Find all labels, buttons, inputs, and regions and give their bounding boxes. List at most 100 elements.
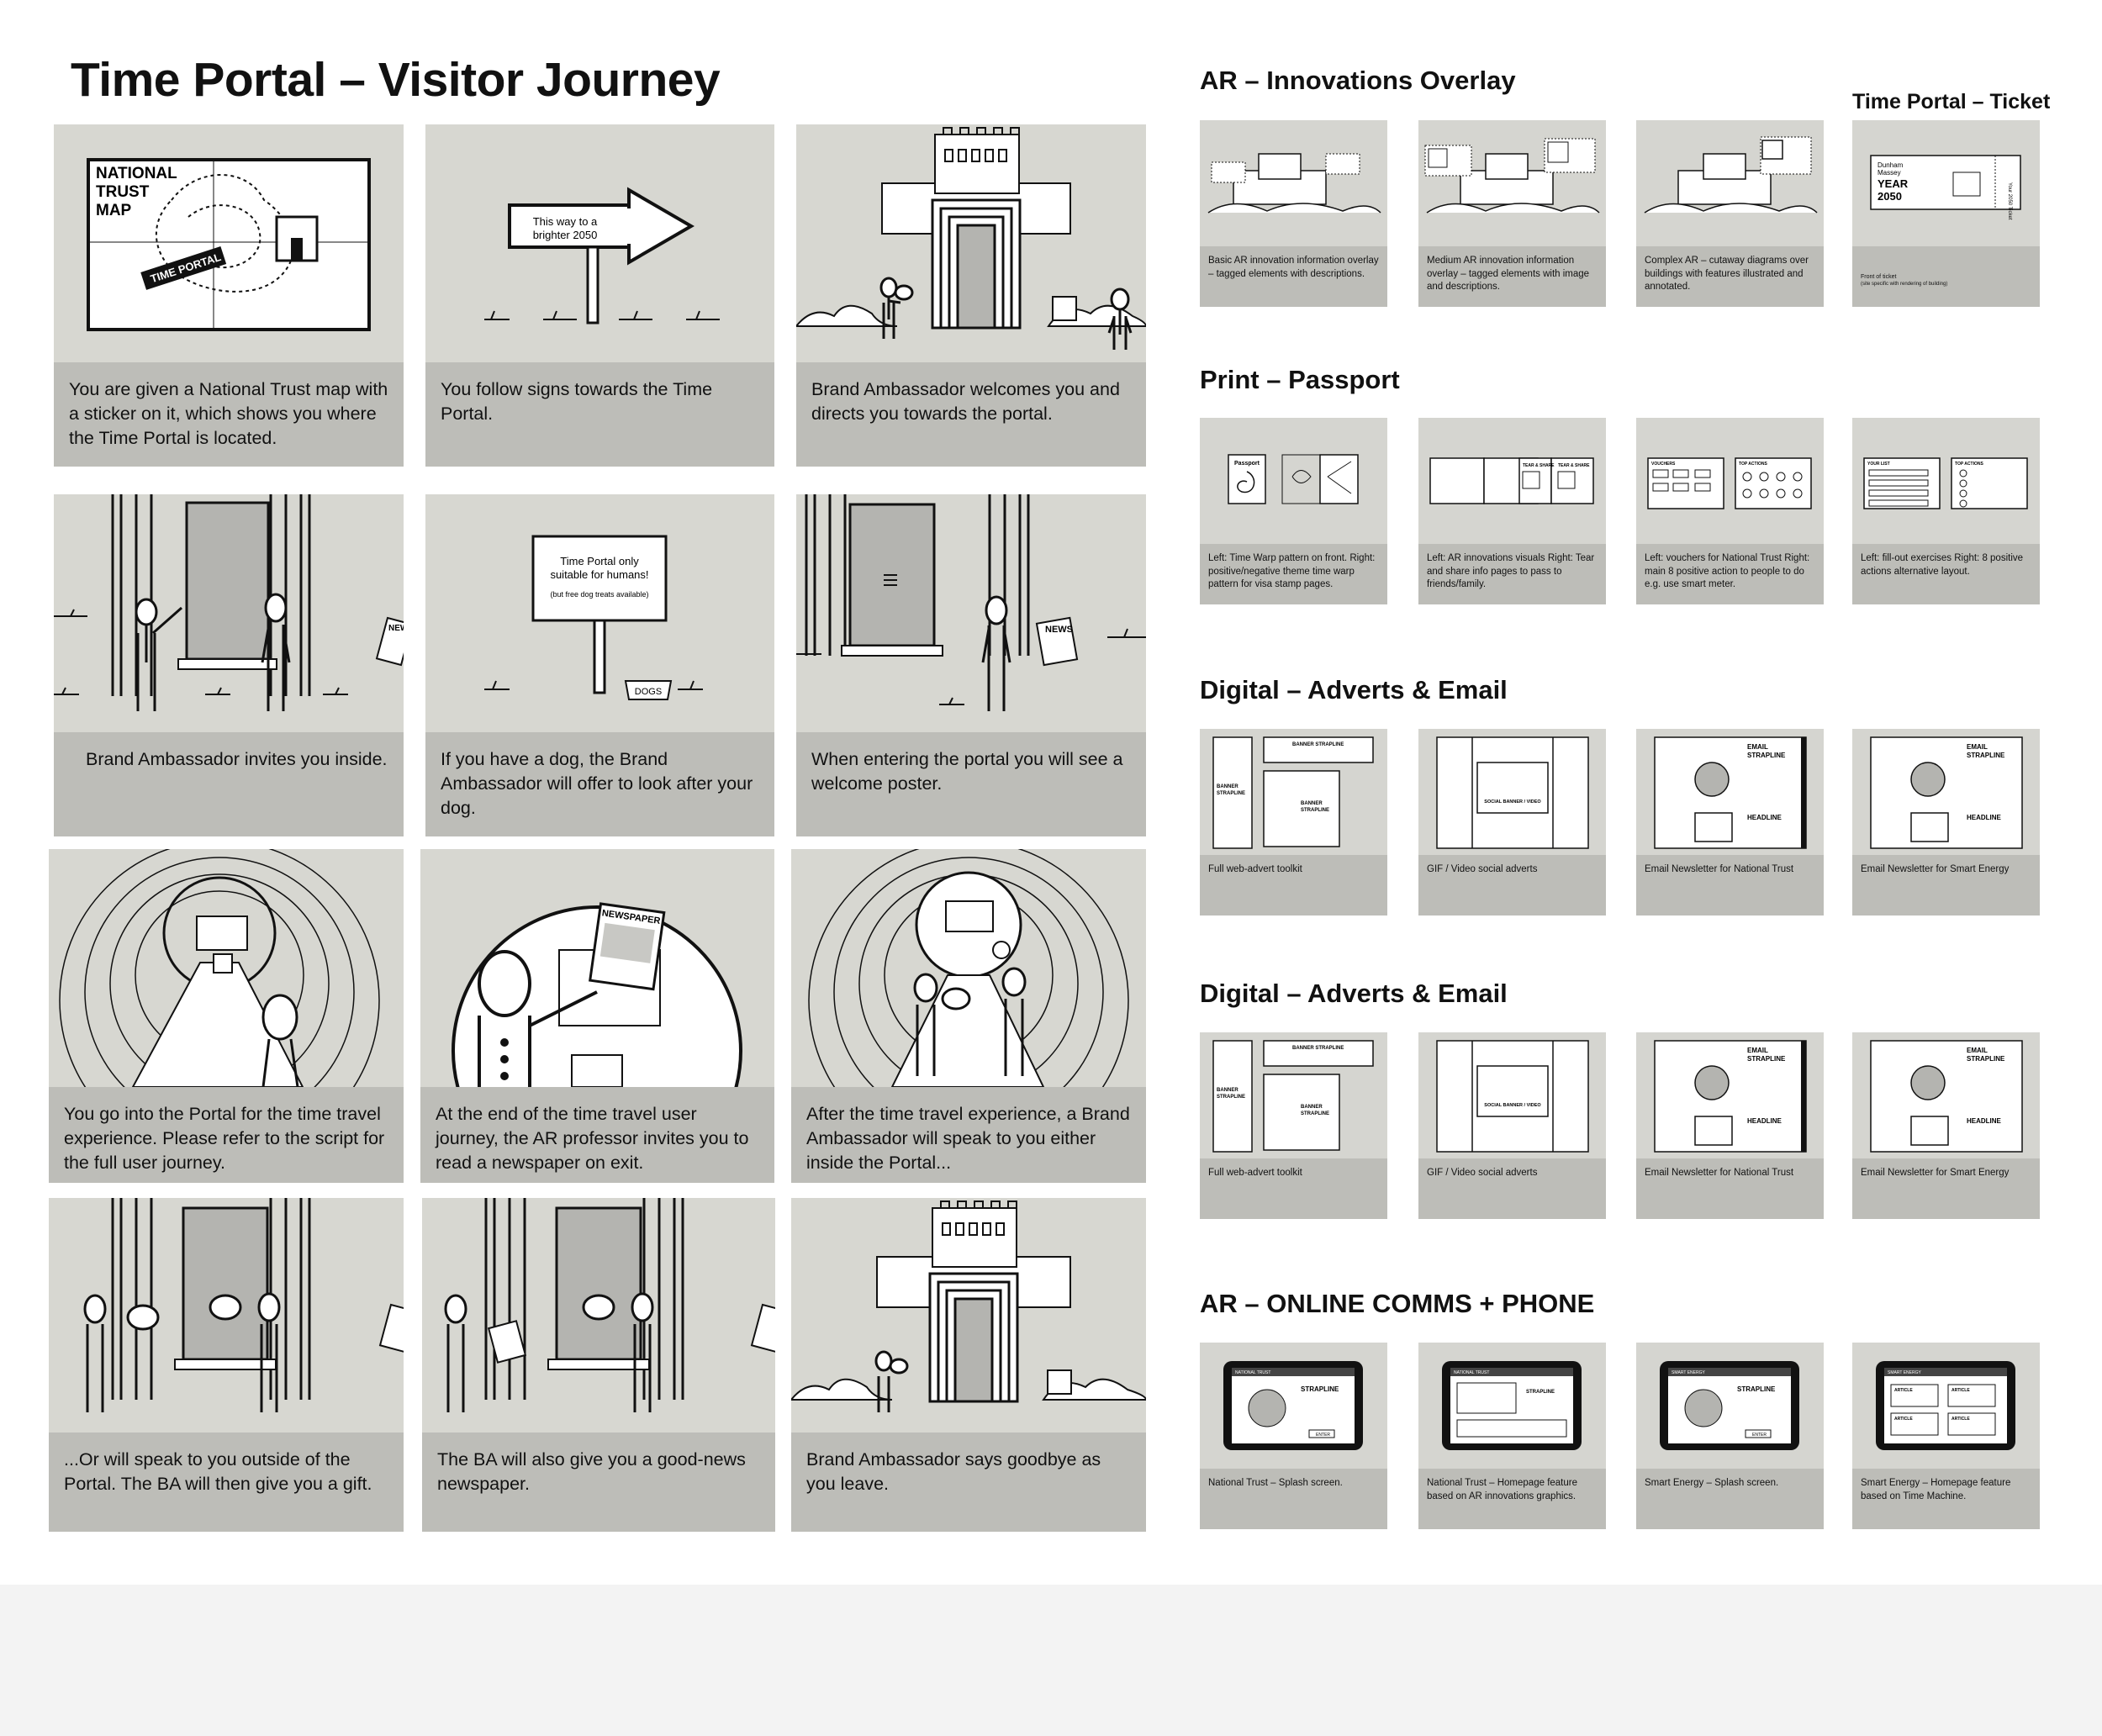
thumb-caption: Email Newsletter for National Trust — [1636, 1158, 1824, 1219]
thumb-caption: Email Newsletter for National Trust — [1636, 855, 1824, 915]
visitor-figure — [261, 994, 299, 1087]
social-advert-visual: SOCIAL BANNER / VIDEO — [1436, 1040, 1589, 1153]
online-header-se: SMART ENERGY — [1888, 1370, 1921, 1375]
page-footer-band — [0, 1585, 2102, 1736]
good-news-newspaper-illustration — [444, 1198, 775, 1412]
ticket-stub-label: Your 2050 Ticket — [2007, 182, 2012, 220]
ambassador-figure — [913, 973, 971, 1076]
svg-text:TEAR & SHARE: TEAR & SHARE — [1523, 463, 1555, 468]
svg-text:BANNER STRAPLINE: BANNER STRAPLINE — [1292, 742, 1344, 747]
thumb-caption: GIF / Video social adverts — [1418, 855, 1606, 915]
svg-text:EMAIL: EMAIL — [1747, 1047, 1768, 1054]
thumb-caption: Left: AR innovations visuals Right: Tear… — [1418, 544, 1606, 604]
headline-label: HEADLINE — [1747, 1117, 1782, 1125]
ar-overlay-thumb-2: Medium AR innovation information overlay… — [1418, 120, 1606, 307]
banner-label: BANNER — [1301, 801, 1323, 806]
news-label: NEWS — [1045, 625, 1073, 635]
map-text-line-2: TRUST — [96, 183, 150, 201]
article-label: ARTICLE — [1894, 1417, 1913, 1422]
map-text-line-1: NATIONAL — [96, 165, 177, 182]
svg-text:suitable for humans!: suitable for humans! — [550, 568, 648, 581]
social-banner-label: SOCIAL BANNER / VIDEO — [1484, 1103, 1541, 1108]
tear-share-label: TEAR & SHARE — [1558, 463, 1590, 468]
article-label: ARTICLE — [1894, 1388, 1913, 1393]
ticket-year-value: 2050 — [1878, 190, 1902, 203]
svg-text:STRAPLINE: STRAPLINE — [1747, 1055, 1786, 1063]
passport-thumb-4: YOUR LIST TOP ACTIONS Left: fill-out exe… — [1852, 418, 2040, 604]
strapline-label: STRAPLINE — [1301, 1385, 1339, 1393]
svg-text:EMAIL: EMAIL — [1967, 1047, 1988, 1054]
vouchers-label: VOUCHERS — [1651, 462, 1676, 467]
signpost-illustration: This way to a brighter 2050 — [484, 187, 720, 325]
journey-panel-7: You go into the Portal for the time trav… — [49, 849, 404, 1183]
svg-text:MAP: MAP — [96, 202, 132, 219]
svg-text:VOUCHERS: VOUCHERS — [1651, 462, 1676, 467]
ar-overlay-thumb-3: Complex AR – cutaway diagrams over build… — [1636, 120, 1824, 307]
map-illustration: NATIONAL TRUST MAP TIME PORTAL — [87, 158, 371, 331]
strapline-label: STRAPLINE — [1737, 1385, 1776, 1393]
banner-label: BANNER — [1217, 784, 1238, 789]
digital-2-thumb-4: EMAIL STRAPLINE HEADLINE Email Newslette… — [1852, 1032, 2040, 1219]
strapline-label: STRAPLINE — [1301, 1111, 1329, 1116]
passport-visual: TEAR & SHARE TEAR & SHARE — [1429, 457, 1594, 504]
thumb-caption: Front of ticket (site specific with rend… — [1852, 246, 2040, 307]
thumb-caption: Basic AR innovation information overlay … — [1200, 246, 1387, 307]
svg-text:ENTER: ENTER — [1752, 1433, 1767, 1438]
enter-label: ENTER — [1316, 1433, 1330, 1438]
svg-text:Your 2050 Ticket: Your 2050 Ticket — [2007, 182, 2012, 220]
outside-portal-gift-illustration — [83, 1198, 404, 1412]
strapline-label: STRAPLINE — [1217, 1095, 1245, 1100]
banner-label: BANNER — [1301, 1105, 1323, 1110]
panel-caption: ...Or will speak to you outside of the P… — [49, 1433, 404, 1532]
email-newsletter-visual: EMAIL STRAPLINE HEADLINE — [1654, 1040, 1807, 1153]
panel-caption: The BA will also give you a good-news ne… — [422, 1433, 775, 1532]
castle-illustration — [796, 127, 1146, 350]
strapline-label: STRAPLINE — [1217, 791, 1245, 796]
panel-caption: Brand Ambassador says goodbye as you lea… — [791, 1433, 1146, 1532]
svg-text:(but free dog treats available: (but free dog treats available) — [550, 590, 648, 599]
notice-text-line-1: Time Portal only — [560, 555, 639, 567]
article-label: ARTICLE — [1951, 1417, 1970, 1422]
journey-panel-2: This way to a brighter 2050 You follow s… — [425, 124, 774, 467]
email-label: EMAIL — [1967, 743, 1988, 751]
digital-1-thumb-2: SOCIAL BANNER / VIDEO GIF / Video social… — [1418, 729, 1606, 915]
top-actions-label: TOP ACTIONS — [1955, 462, 1983, 467]
svg-text:TOP ACTIONS: TOP ACTIONS — [1955, 462, 1983, 467]
journey-panel-6: NEWS When entering the portal you will s… — [796, 494, 1146, 836]
section-title-ar-overlay: AR – Innovations Overlay — [1200, 66, 1516, 95]
panel-caption: If you have a dog, the Brand Ambassador … — [425, 732, 774, 836]
svg-text:STRAPLINE: STRAPLINE — [1217, 1095, 1245, 1100]
section-title-digital-1: Digital – Adverts & Email — [1200, 675, 1508, 704]
section-title-digital-2: Digital – Adverts & Email — [1200, 979, 1508, 1008]
headline-label: HEADLINE — [1967, 814, 2002, 821]
strapline-label: STRAPLINE — [1747, 752, 1786, 759]
thumb-caption: National Trust – Splash screen. — [1200, 1469, 1387, 1529]
svg-text:HEADLINE: HEADLINE — [1747, 814, 1782, 821]
thumb-caption: Left: vouchers for National Trust Right:… — [1636, 544, 1824, 604]
svg-text:STRAPLINE: STRAPLINE — [1301, 1385, 1339, 1393]
journey-panel-11: The BA will also give you a good-news ne… — [422, 1198, 775, 1532]
ar-overlay-visual — [1207, 153, 1381, 214]
email-label: EMAIL — [1967, 1047, 1988, 1054]
svg-text:STRAPLINE: STRAPLINE — [1747, 752, 1786, 759]
dog-bowl-label: DOGS — [635, 687, 662, 697]
journey-panel-5: Time Portal only suitable for humans! (b… — [425, 494, 774, 836]
thumb-caption: Email Newsletter for Smart Energy — [1852, 855, 2040, 915]
passport-visual: VOUCHERS TOP ACTIONS — [1647, 457, 1812, 509]
svg-text:ARTICLE: ARTICLE — [1894, 1417, 1913, 1422]
ambassador-figure — [83, 1294, 160, 1412]
dog-notice-illustration: Time Portal only suitable for humans! (b… — [484, 535, 703, 700]
tablet-homepage-visual: NATIONAL TRUST STRAPLINE — [1442, 1361, 1582, 1450]
headline-label: HEADLINE — [1747, 814, 1782, 821]
digital-1-thumb-1: BANNER STRAPLINE BANNER STRAPLINE BANNER… — [1200, 729, 1387, 915]
thumb-caption: Left: fill-out exercises Right: 8 positi… — [1852, 544, 2040, 604]
svg-text:SMART ENERGY: SMART ENERGY — [1888, 1370, 1921, 1375]
svg-text:BANNER: BANNER — [1301, 801, 1323, 806]
email-newsletter-visual: EMAIL STRAPLINE HEADLINE — [1870, 736, 2023, 849]
thumb-caption: Full web-advert toolkit — [1200, 855, 1387, 915]
svg-text:NATIONAL: NATIONAL — [96, 165, 177, 182]
ticket-visual: Dunham Massey YEAR 2050 Your 2050 Ticket — [1870, 155, 2021, 220]
passport-thumb-2: TEAR & SHARE TEAR & SHARE Left: AR innov… — [1418, 418, 1606, 604]
ambassador-figure — [135, 598, 182, 711]
journey-panel-4: NEWS Brand Ambassador invites you inside… — [54, 494, 404, 836]
